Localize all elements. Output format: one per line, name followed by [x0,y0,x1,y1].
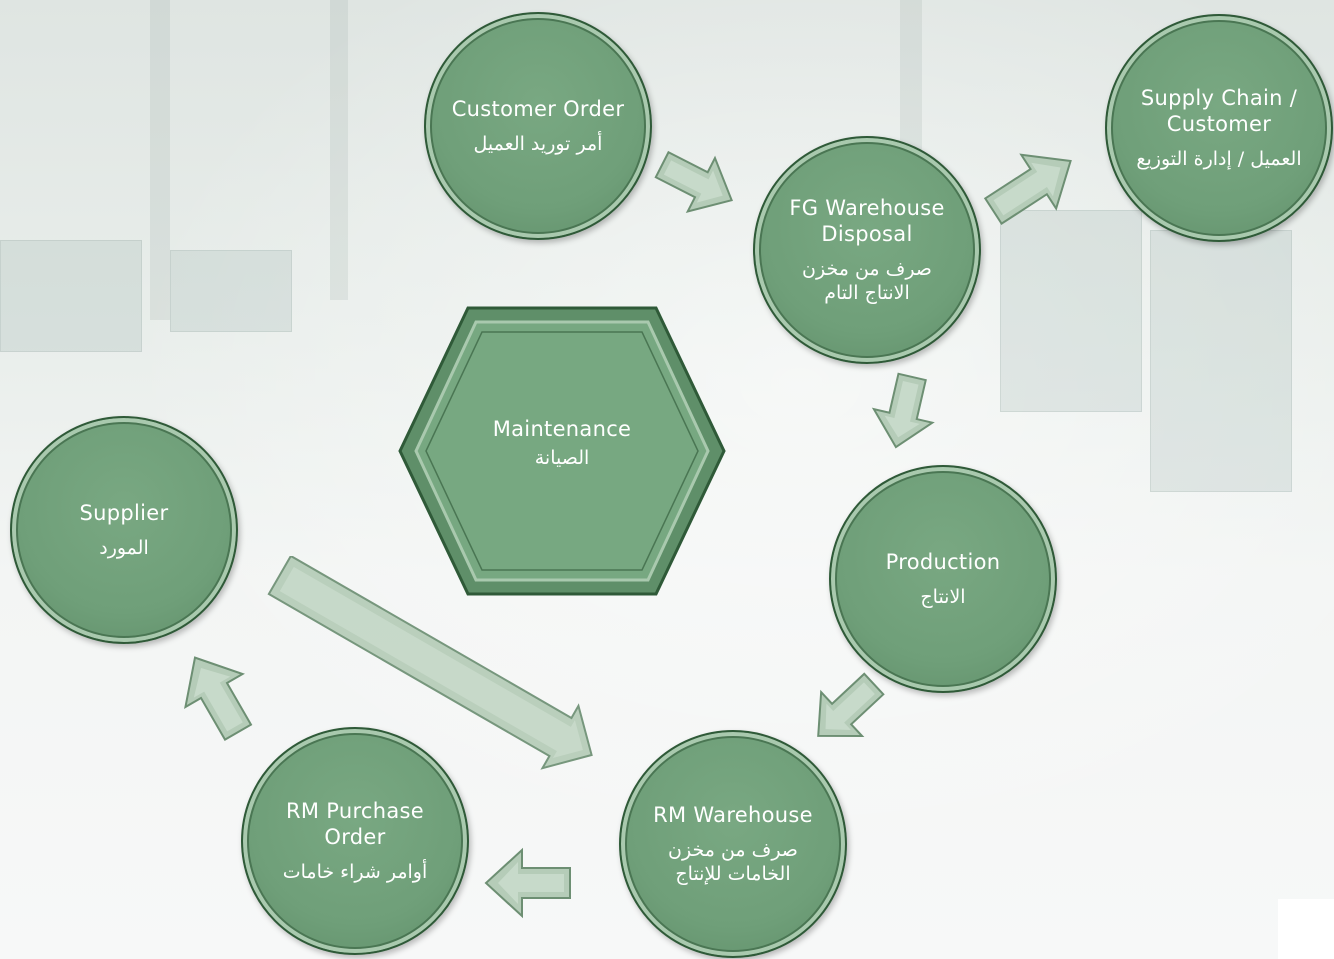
arrow-purchase-to-supplier [184,656,253,741]
arrow-rm-to-purchase [484,847,571,919]
arrow-fg-to-supply [983,153,1072,226]
maintenance-hexagon: Maintenance الصيانة [396,304,728,598]
customer-order-label-en: Customer Order [451,97,625,121]
arrow-supplier-to-rm [267,556,593,770]
arrow-order-to-fg [654,150,733,213]
hexagon-shape [398,306,726,596]
rm-warehouse-label-ar: صرف من مخزن الخامات للإنتاج [668,839,798,885]
node-production: Production الانتاج [829,465,1057,693]
node-rm-purchase-order: RM Purchase Order أوامر شراء خامات [241,727,469,955]
supply-chain-label-ar: العميل / إدارة التوزيع [1136,148,1302,170]
production-label-ar: الانتاج [920,586,966,608]
rm-warehouse-label-en: RM Warehouse [653,803,813,827]
fg-warehouse-label-ar: صرف من مخزن الانتاج التام [802,258,932,304]
node-customer-order: Customer Order أمر توريد العميل [424,12,652,240]
arrow-fg-to-production [871,372,935,449]
supplier-label-en: Supplier [79,501,169,525]
node-fg-warehouse: FG Warehouse Disposal صرف من مخزن الانتا… [753,136,981,364]
rm-purchase-order-label-ar: أوامر شراء خامات [282,861,428,883]
rm-purchase-order-label-en: RM Purchase Order [285,799,425,849]
corner-patch [1278,899,1334,959]
node-rm-warehouse: RM Warehouse صرف من مخزن الخامات للإنتاج [619,730,847,958]
maintenance-label-ar: الصيانة [534,447,590,469]
supplier-label-ar: المورد [99,537,149,559]
arrow-production-to-rm [817,672,885,738]
node-supplier: Supplier المورد [10,416,238,644]
supply-chain-label-en: Supply Chain / Customer [1140,86,1298,136]
customer-order-label-ar: أمر توريد العميل [473,133,603,155]
fg-warehouse-label-en: FG Warehouse Disposal [789,196,945,246]
maintenance-label-en: Maintenance [492,417,632,441]
node-supply-chain: Supply Chain / Customer العميل / إدارة ا… [1105,14,1333,242]
production-label-en: Production [885,550,1001,574]
